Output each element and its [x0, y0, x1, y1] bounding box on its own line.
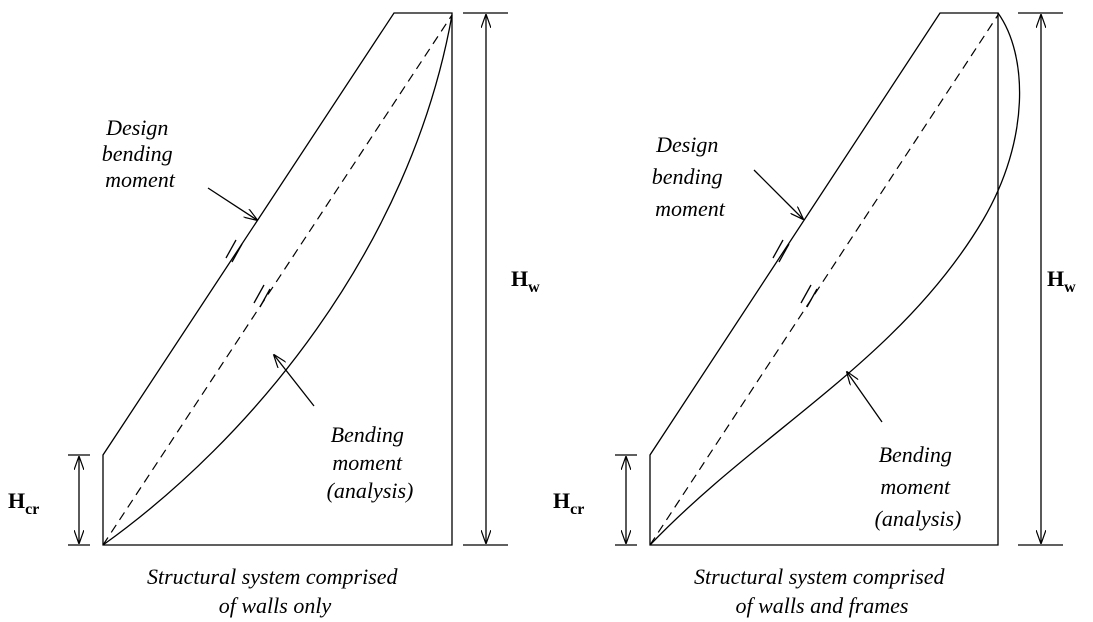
left-analysis-arrow [274, 355, 315, 407]
right-caption: Structural system comprised of walls and… [694, 564, 950, 618]
left-analysis-moment-curve [102, 14, 453, 546]
left-break-mark-dashed [253, 284, 271, 308]
left-design-envelope [102, 12, 453, 546]
left-design-arrow [207, 187, 257, 220]
right-linear-dashed [649, 14, 999, 546]
left-linear-dashed [102, 14, 453, 546]
right-hcr-dimension [615, 454, 637, 546]
right-hw-label: Hw [1047, 266, 1076, 296]
right-analysis-label: Bending moment (analysis) [875, 442, 962, 531]
left-hw-dimension [463, 12, 508, 546]
right-break-mark-dashed [800, 284, 818, 308]
left-panel: Design bending moment Bending moment (an… [8, 12, 540, 618]
left-caption: Structural system comprised of walls onl… [147, 564, 403, 618]
left-design-label: Design bending moment [102, 115, 178, 192]
left-hcr-dimension [68, 454, 90, 546]
left-break-mark-design [225, 239, 243, 263]
right-analysis-moment-curve [649, 12, 1021, 546]
right-break-mark-design [772, 239, 790, 263]
right-analysis-arrow [847, 372, 883, 423]
right-panel: Design bending moment Bending moment (an… [553, 12, 1076, 618]
right-design-arrow [753, 169, 803, 219]
left-hcr-label: Hcr [8, 488, 39, 518]
right-hw-dimension [1018, 12, 1063, 546]
left-hw-label: Hw [511, 266, 540, 296]
right-design-label: Design bending moment [652, 132, 728, 221]
left-analysis-label: Bending moment (analysis) [327, 422, 414, 503]
right-hcr-label: Hcr [553, 488, 584, 518]
right-design-envelope [649, 12, 999, 546]
